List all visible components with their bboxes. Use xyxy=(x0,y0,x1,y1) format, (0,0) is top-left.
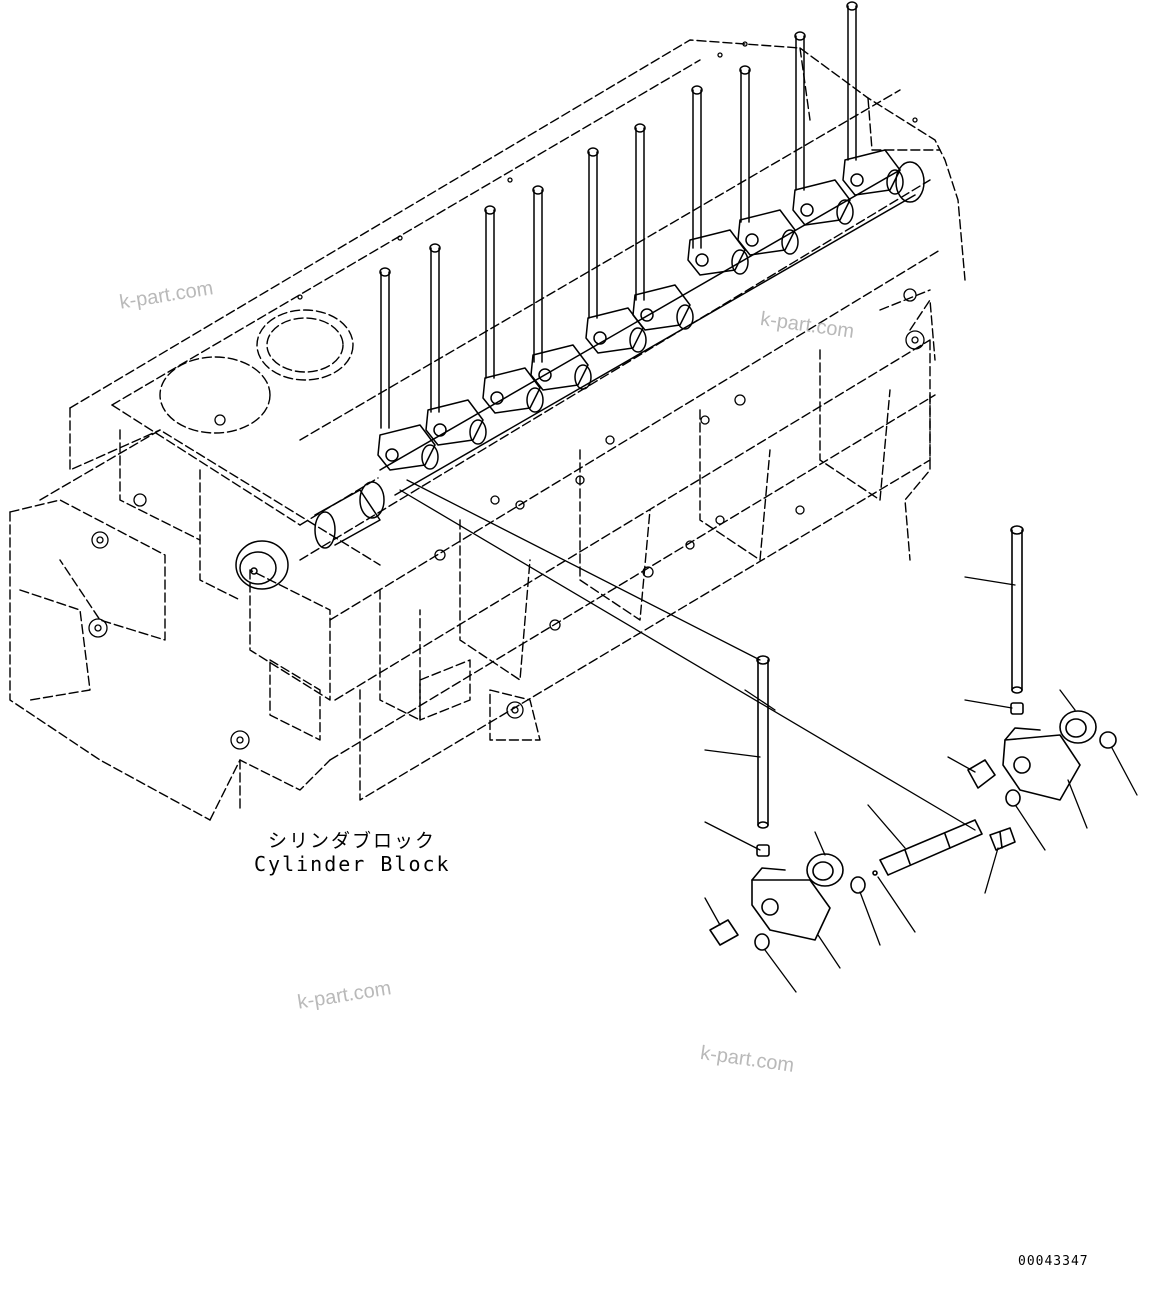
push-rod xyxy=(429,243,441,413)
push-rod xyxy=(794,31,806,191)
rocker-arm xyxy=(482,367,544,414)
rocker-arm xyxy=(530,344,592,391)
push-rod xyxy=(634,123,646,301)
cylinder-bores xyxy=(159,309,354,434)
rocker-arm xyxy=(687,229,749,276)
exploded-parts xyxy=(709,525,1117,951)
push-rod xyxy=(484,205,496,379)
rocker-arm xyxy=(737,209,799,256)
push-rod xyxy=(587,147,599,319)
rocker-arm xyxy=(632,284,694,331)
push-rods xyxy=(379,1,858,429)
rocker-arm xyxy=(377,424,439,471)
push-rod xyxy=(379,267,391,429)
rocker-arm xyxy=(585,307,647,354)
camshaft xyxy=(235,481,385,590)
cylinder-block-label-jp: シリンダブロック xyxy=(268,830,437,852)
push-rod xyxy=(739,65,751,223)
push-rod xyxy=(532,185,544,363)
rocker-arms xyxy=(377,149,904,471)
rocker-arm xyxy=(842,149,904,196)
rocker-shaft-assembly xyxy=(379,161,925,496)
cylinder-block xyxy=(9,39,966,821)
push-rod xyxy=(691,85,703,249)
block-bolt-holes xyxy=(88,41,925,750)
drawing-number: 00043347 xyxy=(1018,1254,1089,1269)
rocker-arm xyxy=(425,399,487,446)
leader-lines xyxy=(399,479,1138,993)
push-rod xyxy=(846,1,858,161)
cylinder-block-label-en: Cylinder Block xyxy=(254,852,451,876)
rocker-arm xyxy=(792,179,854,226)
